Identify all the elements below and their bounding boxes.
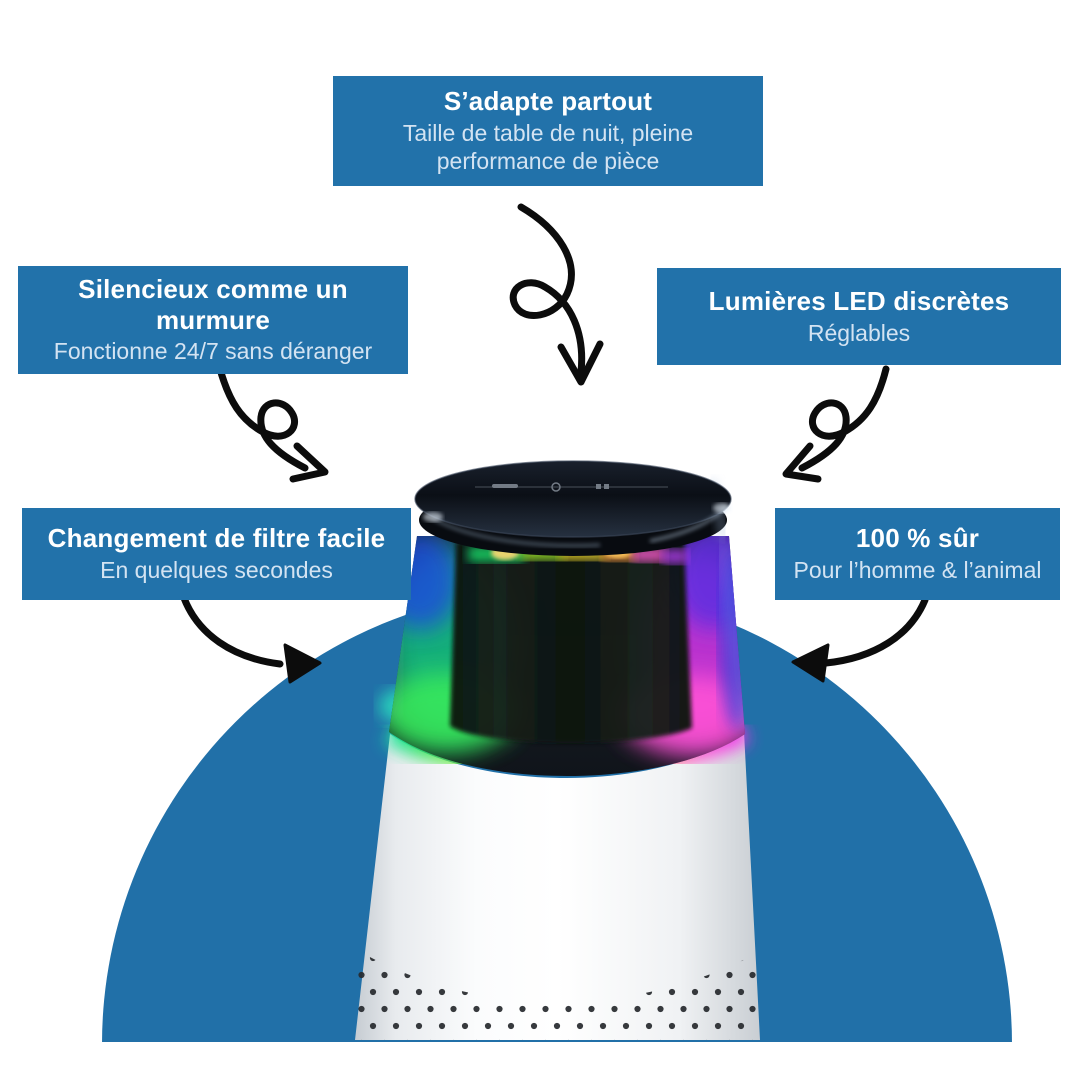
callout-safe: 100 % sûr Pour l’homme & l’animal bbox=[775, 508, 1060, 600]
callout-title: Lumières LED discrètes bbox=[708, 285, 1010, 316]
purifier-body bbox=[355, 732, 760, 1040]
callout-subtitle: Taille de table de nuit, pleine performa… bbox=[402, 119, 694, 175]
led-glass-band bbox=[389, 536, 745, 776]
callout-title: Silencieux comme un murmure bbox=[78, 274, 348, 335]
callout-title: 100 % sûr bbox=[855, 523, 980, 554]
callout-title: Changement de filtre facile bbox=[47, 523, 386, 554]
callout-quiet: Silencieux comme un murmure Fonctionne 2… bbox=[18, 266, 408, 374]
callout-subtitle: Fonctionne 24/7 sans déranger bbox=[53, 338, 373, 365]
callout-led-lights: Lumières LED discrètes Réglables bbox=[657, 268, 1061, 365]
callout-title: S’adapte partout bbox=[443, 86, 653, 117]
callout-subtitle: Pour l’homme & l’animal bbox=[793, 557, 1042, 584]
callout-subtitle: Réglables bbox=[807, 319, 911, 346]
vent-holes bbox=[354, 950, 761, 1040]
cap-control-markings bbox=[475, 482, 668, 492]
callout-filter-change: Changement de filtre facile En quelques … bbox=[22, 508, 411, 600]
bottom-white-strip bbox=[0, 1042, 1080, 1080]
top-cap bbox=[414, 460, 732, 556]
inner-filter-cylinder bbox=[450, 542, 692, 743]
callout-fits-anywhere: S’adapte partout Taille de table de nuit… bbox=[333, 76, 763, 186]
callout-subtitle: En quelques secondes bbox=[100, 557, 333, 584]
